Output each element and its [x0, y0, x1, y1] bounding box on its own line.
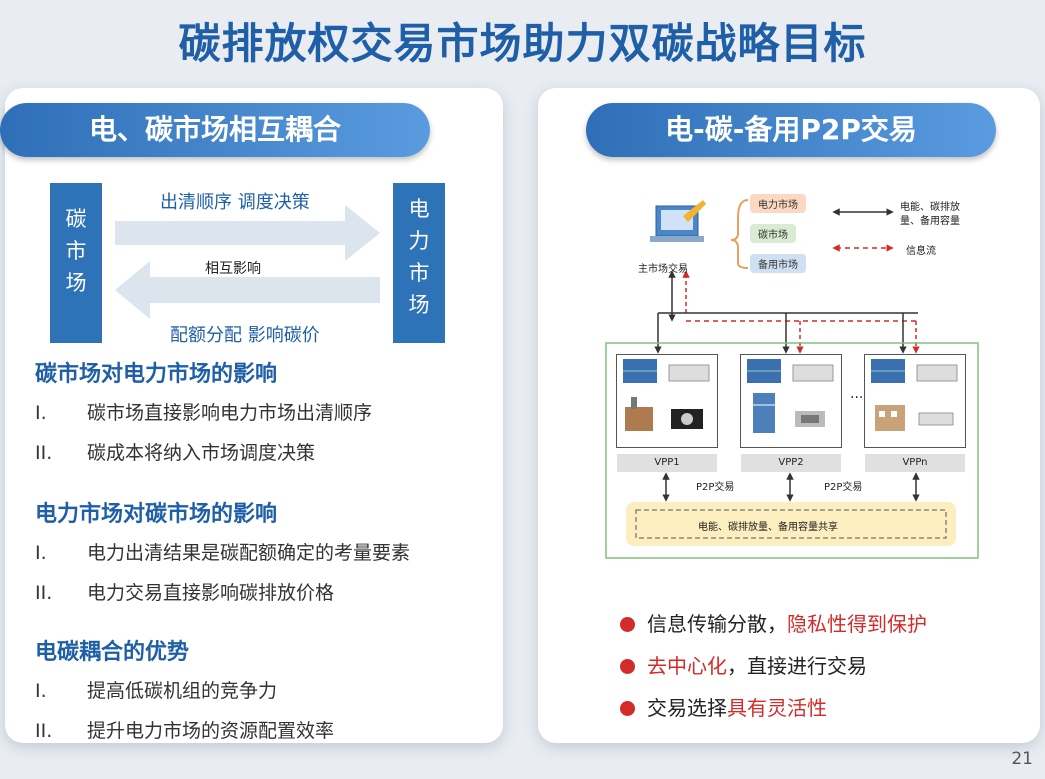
- arrow-right: [115, 205, 380, 261]
- bullet-dot-icon: [620, 701, 635, 716]
- legend-solid-label-2: 量、备用容量: [900, 216, 960, 227]
- bullet-dot-icon: [620, 659, 635, 674]
- left-panel: 电、碳市场相互耦合 碳 市 场 电 力 市 场 出清顺序 调度决策 相互影响 配…: [0, 88, 503, 743]
- right-panel: 电-碳-备用P2P交易: [538, 88, 1040, 743]
- item-text: 碳市场直接影响电力市场出清顺序: [87, 402, 373, 424]
- benefit-bullet: 交易选择具有灵活性: [620, 692, 827, 721]
- right-panel-header: 电-碳-备用P2P交易: [586, 103, 996, 157]
- power-box-char: 场: [408, 293, 430, 317]
- vpp-box: [864, 354, 966, 448]
- item-text: 提升电力市场的资源配置效率: [87, 720, 335, 742]
- benefit-bullet: 去中心化，直接进行交易: [620, 650, 867, 679]
- main-market-label: 主市场交易: [638, 264, 688, 275]
- bullet-text: ，直接进行交易: [727, 654, 867, 678]
- item-text: 电力出清结果是碳配额确定的考量要素: [87, 542, 411, 564]
- item-number: II.: [35, 442, 53, 464]
- carbon-box-char: 场: [65, 271, 87, 295]
- market-tag-reserve: 备用市场: [750, 254, 806, 273]
- vpp-label: VPPn: [865, 454, 965, 472]
- carbon-box-char: 碳: [65, 207, 87, 231]
- section-title: 电碳耦合的优势: [35, 640, 190, 665]
- list-item: II. 提升电力市场的资源配置效率: [35, 716, 334, 743]
- p2p-diagram-lines: [605, 199, 979, 559]
- bullet-highlight: 隐私性得到保护: [787, 612, 927, 636]
- item-text: 电力交易直接影响碳排放价格: [87, 582, 335, 604]
- energy-assets-icon: [623, 359, 710, 431]
- section-title: 电力市场对碳市场的影响: [35, 502, 278, 527]
- vpp-ellipsis: ···: [850, 390, 864, 406]
- power-market-box: 电 力 市 场: [393, 183, 445, 343]
- market-tag-carbon: 碳市场: [750, 224, 796, 243]
- item-number: I.: [35, 542, 47, 564]
- market-tag-power: 电力市场: [750, 194, 806, 213]
- bullet-highlight: 具有灵活性: [727, 696, 827, 720]
- bullet-text: 信息传输分散，: [647, 612, 787, 636]
- carbon-box-char: 市: [65, 239, 87, 263]
- list-item: I. 电力出清结果是碳配额确定的考量要素: [35, 538, 410, 565]
- bullet-highlight: 去中心化: [647, 654, 727, 678]
- slide-title: 碳排放权交易市场助力双碳战略目标: [178, 19, 867, 68]
- item-number: II.: [35, 720, 53, 742]
- left-panel-header: 电、碳市场相互耦合: [0, 103, 430, 157]
- legend-solid-label-1: 电能、碳排放: [900, 202, 960, 213]
- vpp-label: VPP1: [617, 454, 717, 472]
- coupling-arrows: [115, 205, 380, 319]
- power-box-char: 力: [408, 229, 430, 253]
- page-number: 21: [1011, 749, 1033, 769]
- list-item: I. 提高低碳机组的竞争力: [35, 676, 277, 703]
- carbon-market-box: 碳 市 场: [50, 183, 102, 343]
- item-number: I.: [35, 402, 47, 424]
- bullet-dot-icon: [620, 617, 635, 632]
- section-title: 碳市场对电力市场的影响: [35, 362, 278, 387]
- shared-pool-label: 电能、碳排放量、备用容量共享: [698, 522, 838, 533]
- arrow-top-label: 出清顺序 调度决策: [160, 192, 310, 213]
- item-number: I.: [35, 680, 47, 702]
- item-text: 碳成本将纳入市场调度决策: [87, 442, 316, 464]
- list-item: I. 碳市场直接影响电力市场出清顺序: [35, 398, 372, 425]
- p2p-label: P2P交易: [696, 482, 735, 493]
- power-box-char: 电: [408, 197, 430, 221]
- vpp-box: [616, 354, 718, 448]
- vpp-box: [740, 354, 842, 448]
- list-item: II. 碳成本将纳入市场调度决策: [35, 438, 315, 465]
- computer-icon: [650, 200, 706, 242]
- energy-assets-icon: [871, 359, 958, 431]
- legend-dashed-label: 信息流: [906, 246, 936, 257]
- power-box-char: 市: [408, 261, 430, 285]
- item-number: II.: [35, 582, 53, 604]
- list-item: II. 电力交易直接影响碳排放价格: [35, 578, 334, 605]
- energy-assets-icon: [747, 359, 834, 433]
- bullet-text: 交易选择: [647, 696, 727, 720]
- p2p-label: P2P交易: [824, 482, 863, 493]
- arrow-bottom-label: 配额分配 影响碳价: [170, 325, 320, 346]
- item-text: 提高低碳机组的竞争力: [87, 680, 278, 702]
- benefit-bullet: 信息传输分散，隐私性得到保护: [620, 608, 927, 637]
- arrow-mid-label: 相互影响: [205, 261, 261, 277]
- vpp-label: VPP2: [741, 454, 841, 472]
- arrow-left: [115, 261, 380, 319]
